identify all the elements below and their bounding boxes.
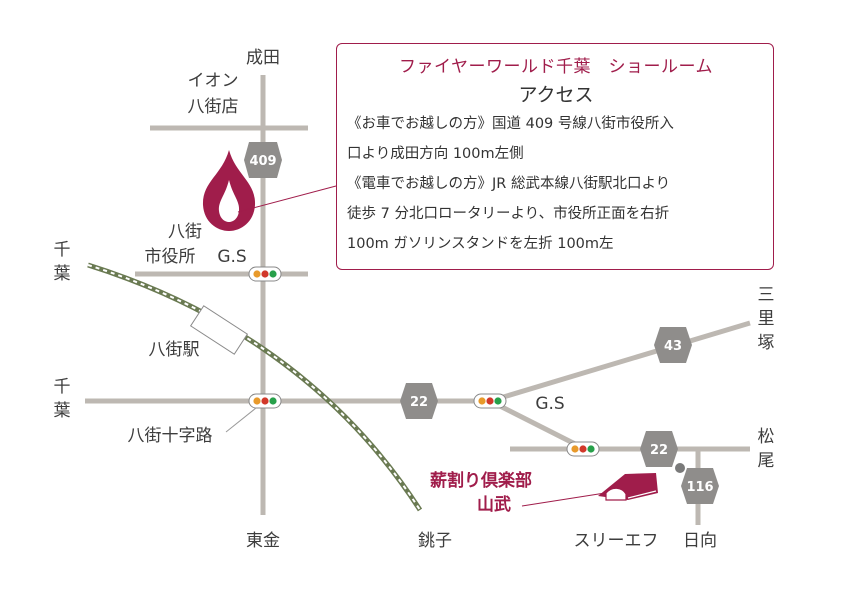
- vertical-label-char: 葉: [54, 264, 71, 284]
- label-chiba-upper: 千葉: [54, 240, 71, 284]
- vertical-label-char: 葉: [54, 401, 71, 421]
- railway: [87, 262, 423, 512]
- railway-line: [87, 262, 423, 512]
- vertical-label-char: 塚: [758, 333, 775, 353]
- showroom-leader-line: [237, 185, 337, 213]
- label-gs-east: G.S: [535, 394, 564, 414]
- info-title: ファイヤーワールド千葉 ショールーム: [399, 57, 713, 77]
- label-togane: 東金: [246, 531, 280, 551]
- label-matsuo: 松尾: [758, 427, 775, 471]
- label-choshi: 銚子: [418, 531, 452, 551]
- access-info-box: ファイヤーワールド千葉 ショールーム アクセス 《お車でお越しの方》国道 409…: [336, 43, 774, 270]
- club-leader-line: [521, 492, 606, 507]
- road-route43: [489, 320, 751, 404]
- info-line: 《電車でお越しの方》JR 総武本線八街駅北口より: [347, 176, 671, 192]
- label-chiba-lower: 千葉: [54, 377, 71, 421]
- label-cityhall-2: 市役所: [145, 247, 196, 267]
- vertical-label-char: 千: [54, 240, 71, 260]
- info-line: 口より成田方向 100m左側: [347, 146, 524, 162]
- route-22-shield-west: 22: [400, 383, 438, 419]
- label-cityhall-1: 八街: [168, 222, 202, 242]
- info-lines: 《お車でお越しの方》国道 409 号線八街市役所入 口より成田方向 100m左側…: [347, 109, 765, 259]
- vertical-label-char: 尾: [758, 451, 775, 471]
- svg-text:22: 22: [410, 395, 428, 410]
- label-club-2: 山武: [477, 494, 511, 515]
- svg-text:43: 43: [664, 339, 682, 354]
- label-hyuga: 日向: [683, 531, 717, 551]
- info-line: 100m ガソリンスタンドを左折 100m左: [347, 236, 614, 252]
- traffic-light-crossing-icon: [248, 393, 282, 409]
- traffic-light-cityhall-icon: [248, 266, 282, 282]
- label-aeon-1: イオン: [188, 71, 239, 91]
- sre-store-marker: [675, 463, 685, 473]
- vertical-label-char: 三: [758, 285, 775, 305]
- info-subtitle: アクセス: [518, 84, 594, 106]
- label-crossing: 八街十字路: [128, 426, 213, 446]
- label-aeon-2: 八街店: [188, 97, 239, 117]
- vertical-label-char: 千: [54, 377, 71, 397]
- crossing-leader-line: [225, 407, 257, 433]
- label-sre: スリーエフ: [574, 531, 659, 551]
- label-station: 八街駅: [149, 340, 200, 360]
- info-line: 徒歩 7 分北口ロータリーより、市役所正面を右折: [347, 206, 670, 222]
- svg-text:409: 409: [249, 154, 276, 169]
- route-409-shield: 409: [244, 142, 282, 178]
- route-116-shield: 116: [681, 468, 719, 504]
- svg-text:22: 22: [650, 443, 668, 458]
- label-club-1: 薪割り倶楽部: [430, 470, 532, 491]
- route-43-shield: 43: [654, 327, 692, 363]
- label-narita: 成田: [246, 48, 280, 68]
- label-gs-north: G.S: [217, 247, 246, 267]
- svg-text:116: 116: [686, 480, 713, 495]
- vertical-label-char: 松: [758, 427, 775, 447]
- vertical-label-char: 里: [758, 309, 775, 329]
- station-building: [189, 305, 249, 355]
- club-building-icon: [598, 473, 658, 501]
- road-branch: [488, 398, 585, 451]
- route-22-shield-east: 22: [640, 431, 678, 467]
- traffic-light-junction-icon: [473, 393, 507, 409]
- label-sanrizuka: 三里塚: [758, 285, 775, 353]
- traffic-light-branch-icon: [566, 441, 600, 457]
- info-line: 《お車でお越しの方》国道 409 号線八街市役所入: [347, 116, 674, 132]
